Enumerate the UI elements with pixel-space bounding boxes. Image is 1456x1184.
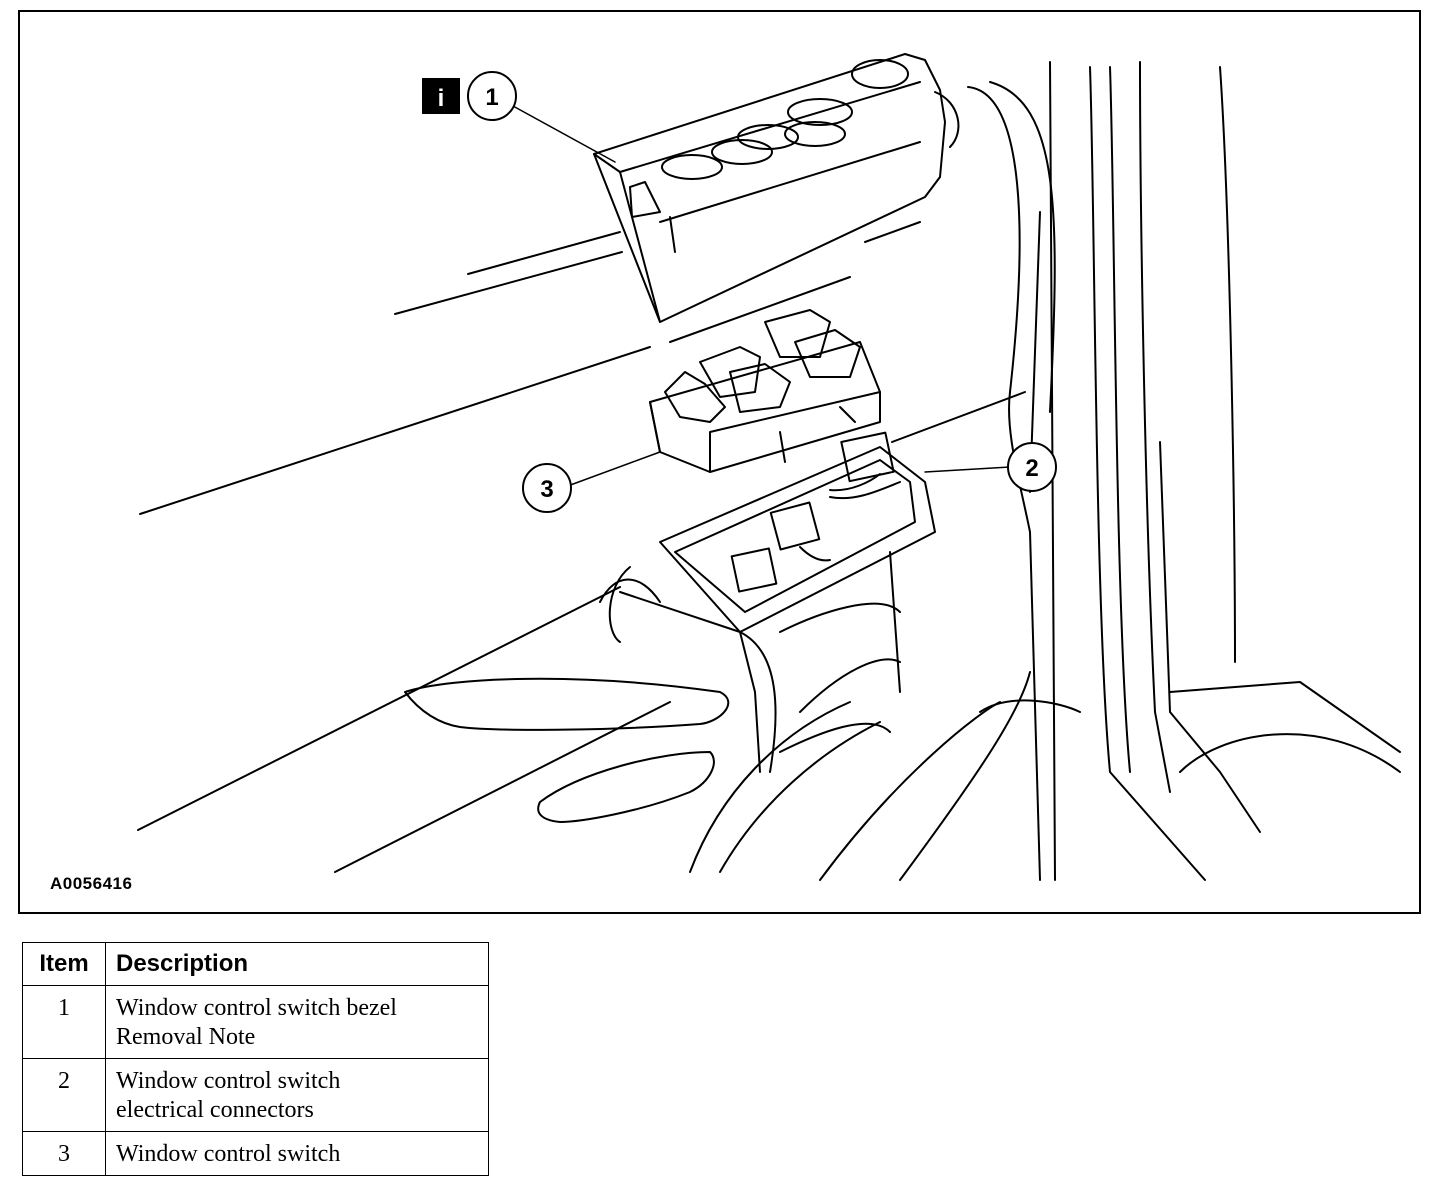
legend-row: 2 Window control switch electrical conne… bbox=[22, 1058, 489, 1132]
legend-header-row: Item Description bbox=[22, 942, 489, 986]
legend-item-description: Window control switch bbox=[105, 1131, 489, 1176]
callout-1-label: 1 bbox=[485, 84, 498, 111]
door-panel-lines bbox=[137, 221, 1026, 873]
info-badge-label: i bbox=[438, 85, 445, 112]
callout-3: 3 bbox=[522, 463, 572, 513]
diagram-frame: i 1 2 3 A0056416 bbox=[18, 10, 1421, 914]
window-control-switch bbox=[649, 309, 881, 473]
description-line: electrical connectors bbox=[116, 1097, 314, 1123]
description-line: Window control switch bbox=[116, 1068, 341, 1094]
description-line: Window control switch bezel bbox=[116, 995, 397, 1021]
legend-header-item: Item bbox=[22, 942, 106, 986]
legend-item-description: Window control switch electrical connect… bbox=[105, 1058, 489, 1132]
electrical-connectors bbox=[730, 431, 901, 593]
description-line: Window control switch bbox=[116, 1141, 341, 1167]
legend-item-number: 2 bbox=[22, 1058, 106, 1132]
door-frame-lines bbox=[819, 61, 1401, 881]
legend-table: Item Description 1 Window control switch… bbox=[22, 942, 489, 1176]
door-pull-pockets bbox=[404, 578, 730, 823]
callout-3-label: 3 bbox=[540, 476, 553, 503]
legend-row: 1 Window control switch bezel Removal No… bbox=[22, 985, 489, 1059]
callout-1: 1 bbox=[467, 71, 517, 121]
info-badge: i bbox=[422, 78, 460, 114]
callout-leaders bbox=[512, 105, 1011, 488]
callout-2: 2 bbox=[1007, 442, 1057, 492]
legend-row: 3 Window control switch bbox=[22, 1131, 489, 1176]
description-line: Removal Note bbox=[116, 1024, 256, 1050]
armrest-console bbox=[608, 446, 936, 873]
legend-item-number: 1 bbox=[22, 985, 106, 1059]
legend-item-description: Window control switch bezel Removal Note bbox=[105, 985, 489, 1059]
door-panel-illustration: i 1 2 3 bbox=[137, 53, 1401, 881]
switch-bezel bbox=[593, 53, 960, 323]
legend-item-number: 3 bbox=[22, 1131, 106, 1176]
callout-2-label: 2 bbox=[1025, 455, 1038, 482]
legend-header-description: Description bbox=[105, 942, 489, 986]
figure-id: A0056416 bbox=[50, 874, 133, 893]
